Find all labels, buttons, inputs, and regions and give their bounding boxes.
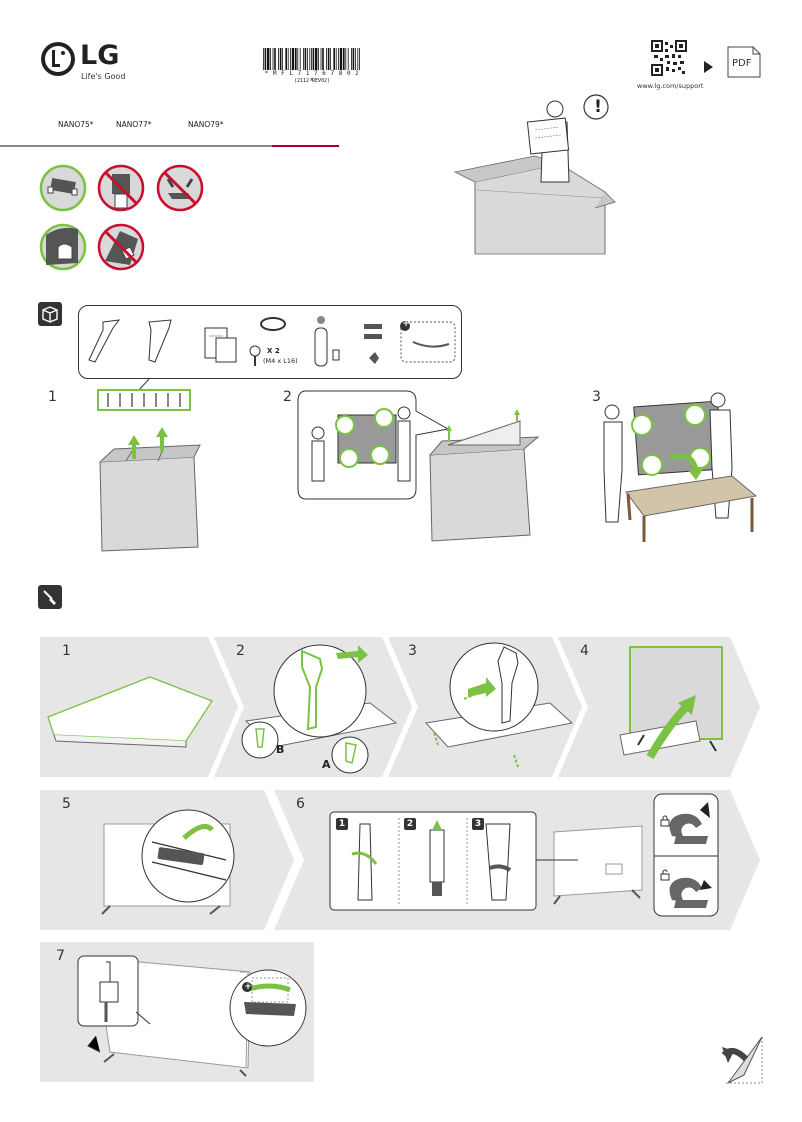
barcode-bar bbox=[295, 48, 297, 70]
screwdriver-icon bbox=[38, 585, 62, 609]
barcode-bar bbox=[309, 48, 311, 70]
model-item: NANO75* bbox=[58, 120, 94, 129]
accessories-panel bbox=[78, 305, 462, 379]
barcode-bar bbox=[307, 48, 308, 70]
substep-number: 2 bbox=[406, 819, 414, 829]
barcode-bar bbox=[285, 48, 287, 70]
install-row-2 bbox=[40, 790, 760, 930]
barcode-bar bbox=[287, 48, 289, 70]
barcode-bar bbox=[318, 48, 319, 70]
model-item: NANO77* bbox=[116, 120, 152, 129]
barcode-bar bbox=[322, 48, 324, 70]
stand-label-a: A bbox=[322, 758, 331, 771]
unbox-step-3-illustration bbox=[600, 392, 760, 554]
model-list: NANO75* NANO77* NANO79* bbox=[58, 120, 288, 132]
alert-icon: ! bbox=[594, 97, 602, 117]
unbox-step-number: 2 bbox=[283, 389, 292, 405]
barcode-bar bbox=[299, 48, 301, 70]
barcode-bar bbox=[335, 48, 337, 70]
barcode-bar bbox=[267, 48, 270, 70]
pdf-label: PDF bbox=[732, 58, 752, 69]
barcode-bar bbox=[282, 48, 283, 70]
barcode-bar bbox=[263, 48, 264, 70]
barcode-bar bbox=[351, 48, 352, 70]
substep-badge bbox=[404, 818, 416, 830]
barcode-bar bbox=[270, 48, 271, 70]
install-step-number: 3 bbox=[408, 643, 417, 659]
install-row-3 bbox=[40, 942, 314, 1082]
install-row-1 bbox=[40, 637, 760, 777]
barcode-bar bbox=[338, 48, 339, 70]
screw-spec: (M4 x L16) bbox=[263, 357, 298, 365]
barcode-bar bbox=[297, 48, 299, 70]
header-divider-accent bbox=[272, 145, 339, 147]
unbox-step-2-illustration bbox=[297, 385, 558, 545]
unbox-step-number: 1 bbox=[48, 389, 57, 405]
optional-marker: + bbox=[244, 982, 252, 992]
unlock-icon bbox=[660, 866, 670, 885]
stand-label-b: B bbox=[276, 743, 285, 756]
arrow-right-icon bbox=[704, 58, 713, 77]
box-icon bbox=[38, 302, 62, 326]
substep-badge bbox=[472, 818, 484, 830]
barcode-bar bbox=[343, 48, 345, 70]
header-divider bbox=[0, 145, 272, 147]
substep-badge bbox=[336, 818, 348, 830]
barcode-bar bbox=[339, 48, 343, 70]
support-url[interactable]: www.lg.com/support bbox=[637, 82, 704, 90]
barcode-bar bbox=[357, 48, 359, 70]
substep-number: 1 bbox=[338, 819, 346, 829]
barcode-bar bbox=[327, 48, 330, 70]
barcode-bar bbox=[315, 48, 318, 70]
barcode-bar bbox=[304, 48, 307, 70]
install-step-number: 4 bbox=[580, 643, 589, 659]
barcode-bar bbox=[359, 48, 360, 70]
unbox-step-1-illustration bbox=[94, 375, 209, 555]
barcode-bar bbox=[330, 48, 331, 70]
barcode-bar bbox=[291, 48, 295, 70]
barcode-sub: (2112-REV02) bbox=[293, 78, 331, 84]
barcode-bar bbox=[279, 48, 282, 70]
model-item: NANO79* bbox=[188, 120, 224, 129]
barcode-bar bbox=[303, 48, 304, 70]
barcode-bar bbox=[311, 48, 312, 70]
barcode bbox=[262, 48, 362, 70]
unbox-step-number: 3 bbox=[592, 389, 601, 405]
barcode-bar bbox=[320, 48, 322, 70]
barcode-bar bbox=[347, 48, 349, 70]
brand-name: LG bbox=[80, 40, 120, 71]
barcode-bar bbox=[264, 48, 267, 70]
barcode-bar bbox=[355, 48, 356, 70]
barcode-bar bbox=[312, 48, 315, 70]
barcode-bar bbox=[352, 48, 355, 70]
barcode-bar bbox=[326, 48, 327, 70]
barcode-bar bbox=[345, 48, 347, 70]
install-step-number: 6 bbox=[296, 796, 305, 812]
optional-marker: + bbox=[402, 319, 410, 329]
install-step-number: 7 bbox=[56, 948, 65, 964]
install-step-number: 1 bbox=[62, 643, 71, 659]
install-step-number: 2 bbox=[236, 643, 245, 659]
qr-code-icon[interactable] bbox=[651, 40, 687, 76]
install-step-number: 5 bbox=[62, 796, 71, 812]
barcode-bar bbox=[272, 48, 274, 70]
pdf-icon[interactable] bbox=[727, 46, 761, 78]
read-instructions-illustration bbox=[453, 92, 620, 264]
barcode-text: * M F L 7 1 7 6 7 8 0 2 * bbox=[264, 70, 360, 84]
lg-logo-icon bbox=[40, 41, 76, 77]
lock-icon bbox=[660, 812, 670, 831]
screw-qty: X 2 bbox=[267, 347, 280, 355]
barcode-bar bbox=[333, 48, 335, 70]
barcode-bar bbox=[274, 48, 276, 70]
handling-icons bbox=[39, 164, 215, 275]
barcode-bar bbox=[278, 48, 279, 70]
substep-number: 3 bbox=[474, 819, 482, 829]
barcode-bar bbox=[290, 48, 291, 70]
brand-tagline: Life's Good bbox=[81, 72, 126, 81]
page-turn-icon[interactable] bbox=[721, 1035, 766, 1085]
